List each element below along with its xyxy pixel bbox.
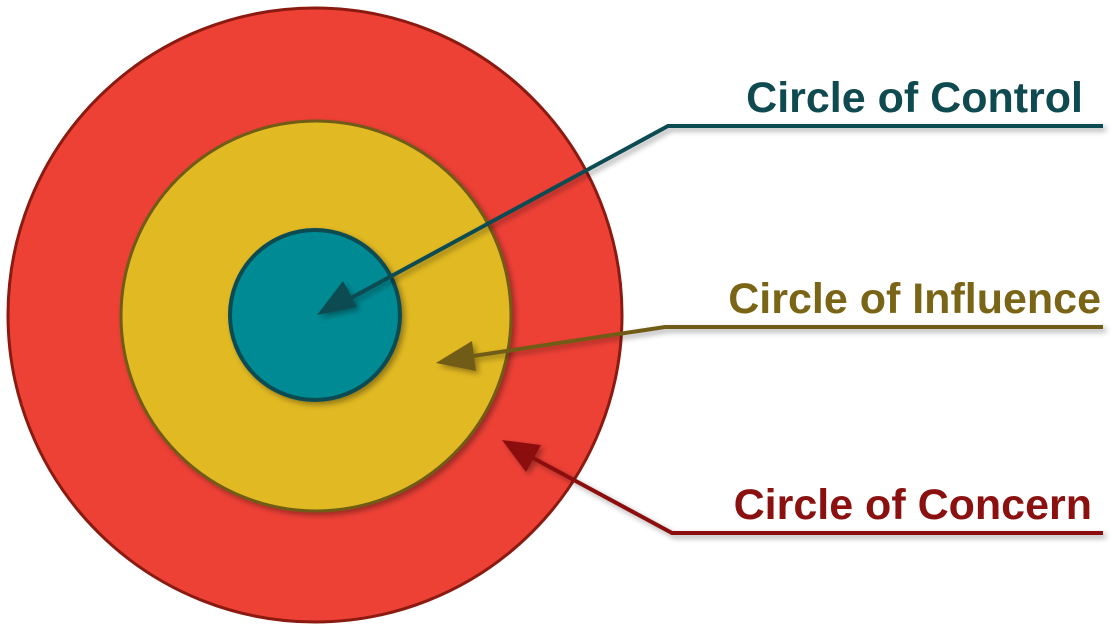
- label-circle-of-concern: Circle of Concern: [734, 481, 1092, 529]
- circle-of-control: [228, 228, 402, 402]
- concern-pointer: [502, 440, 1103, 535]
- control-pointer: [317, 124, 1103, 315]
- label-circle-of-influence: Circle of Influence: [728, 275, 1101, 323]
- influence-arrowhead: [436, 341, 476, 371]
- control-arrowhead: [317, 281, 357, 315]
- influence-pointer: [436, 325, 1103, 371]
- label-circle-of-control: Circle of Control: [746, 74, 1083, 122]
- concern-arrowhead: [502, 440, 541, 472]
